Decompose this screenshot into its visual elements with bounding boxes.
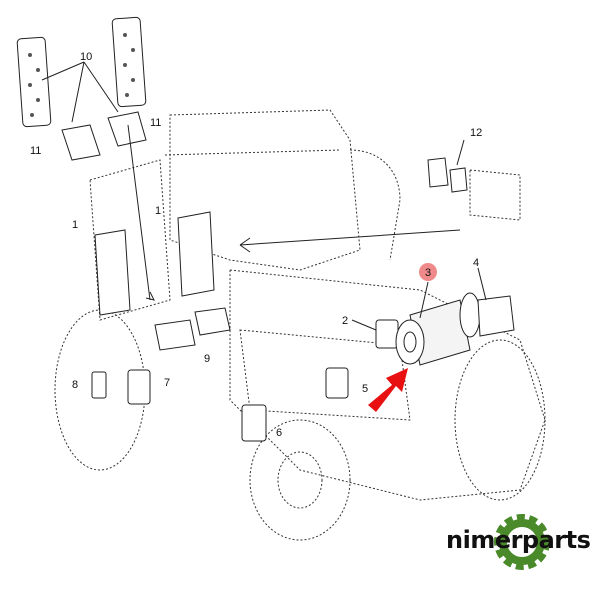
callout-1: 1 <box>155 205 161 217</box>
red-arrow <box>368 368 408 412</box>
callout-11: 11 <box>30 145 41 157</box>
grille-dots <box>28 33 135 117</box>
nimerparts-gear-logo <box>494 514 550 570</box>
callout-11: 11 <box>150 117 161 129</box>
callout-5: 5 <box>362 383 368 395</box>
callout-7: 7 <box>164 377 170 389</box>
filters <box>91 292 515 442</box>
callout-9: 9 <box>204 353 210 365</box>
callout-3: 3 <box>425 267 431 279</box>
highlight-circle-3 <box>419 263 437 281</box>
leader-lines <box>41 61 487 331</box>
callout-8: 8 <box>72 379 78 391</box>
callout-4: 4 <box>473 257 479 269</box>
callout-6: 6 <box>276 427 282 439</box>
brand-logo-text: nimerparts <box>446 526 591 554</box>
part-10-11-group <box>16 16 468 351</box>
callout-12: 12 <box>470 127 482 139</box>
callout-2: 2 <box>342 315 348 327</box>
callout-1: 1 <box>72 219 78 231</box>
callout-10: 10 <box>80 51 92 63</box>
